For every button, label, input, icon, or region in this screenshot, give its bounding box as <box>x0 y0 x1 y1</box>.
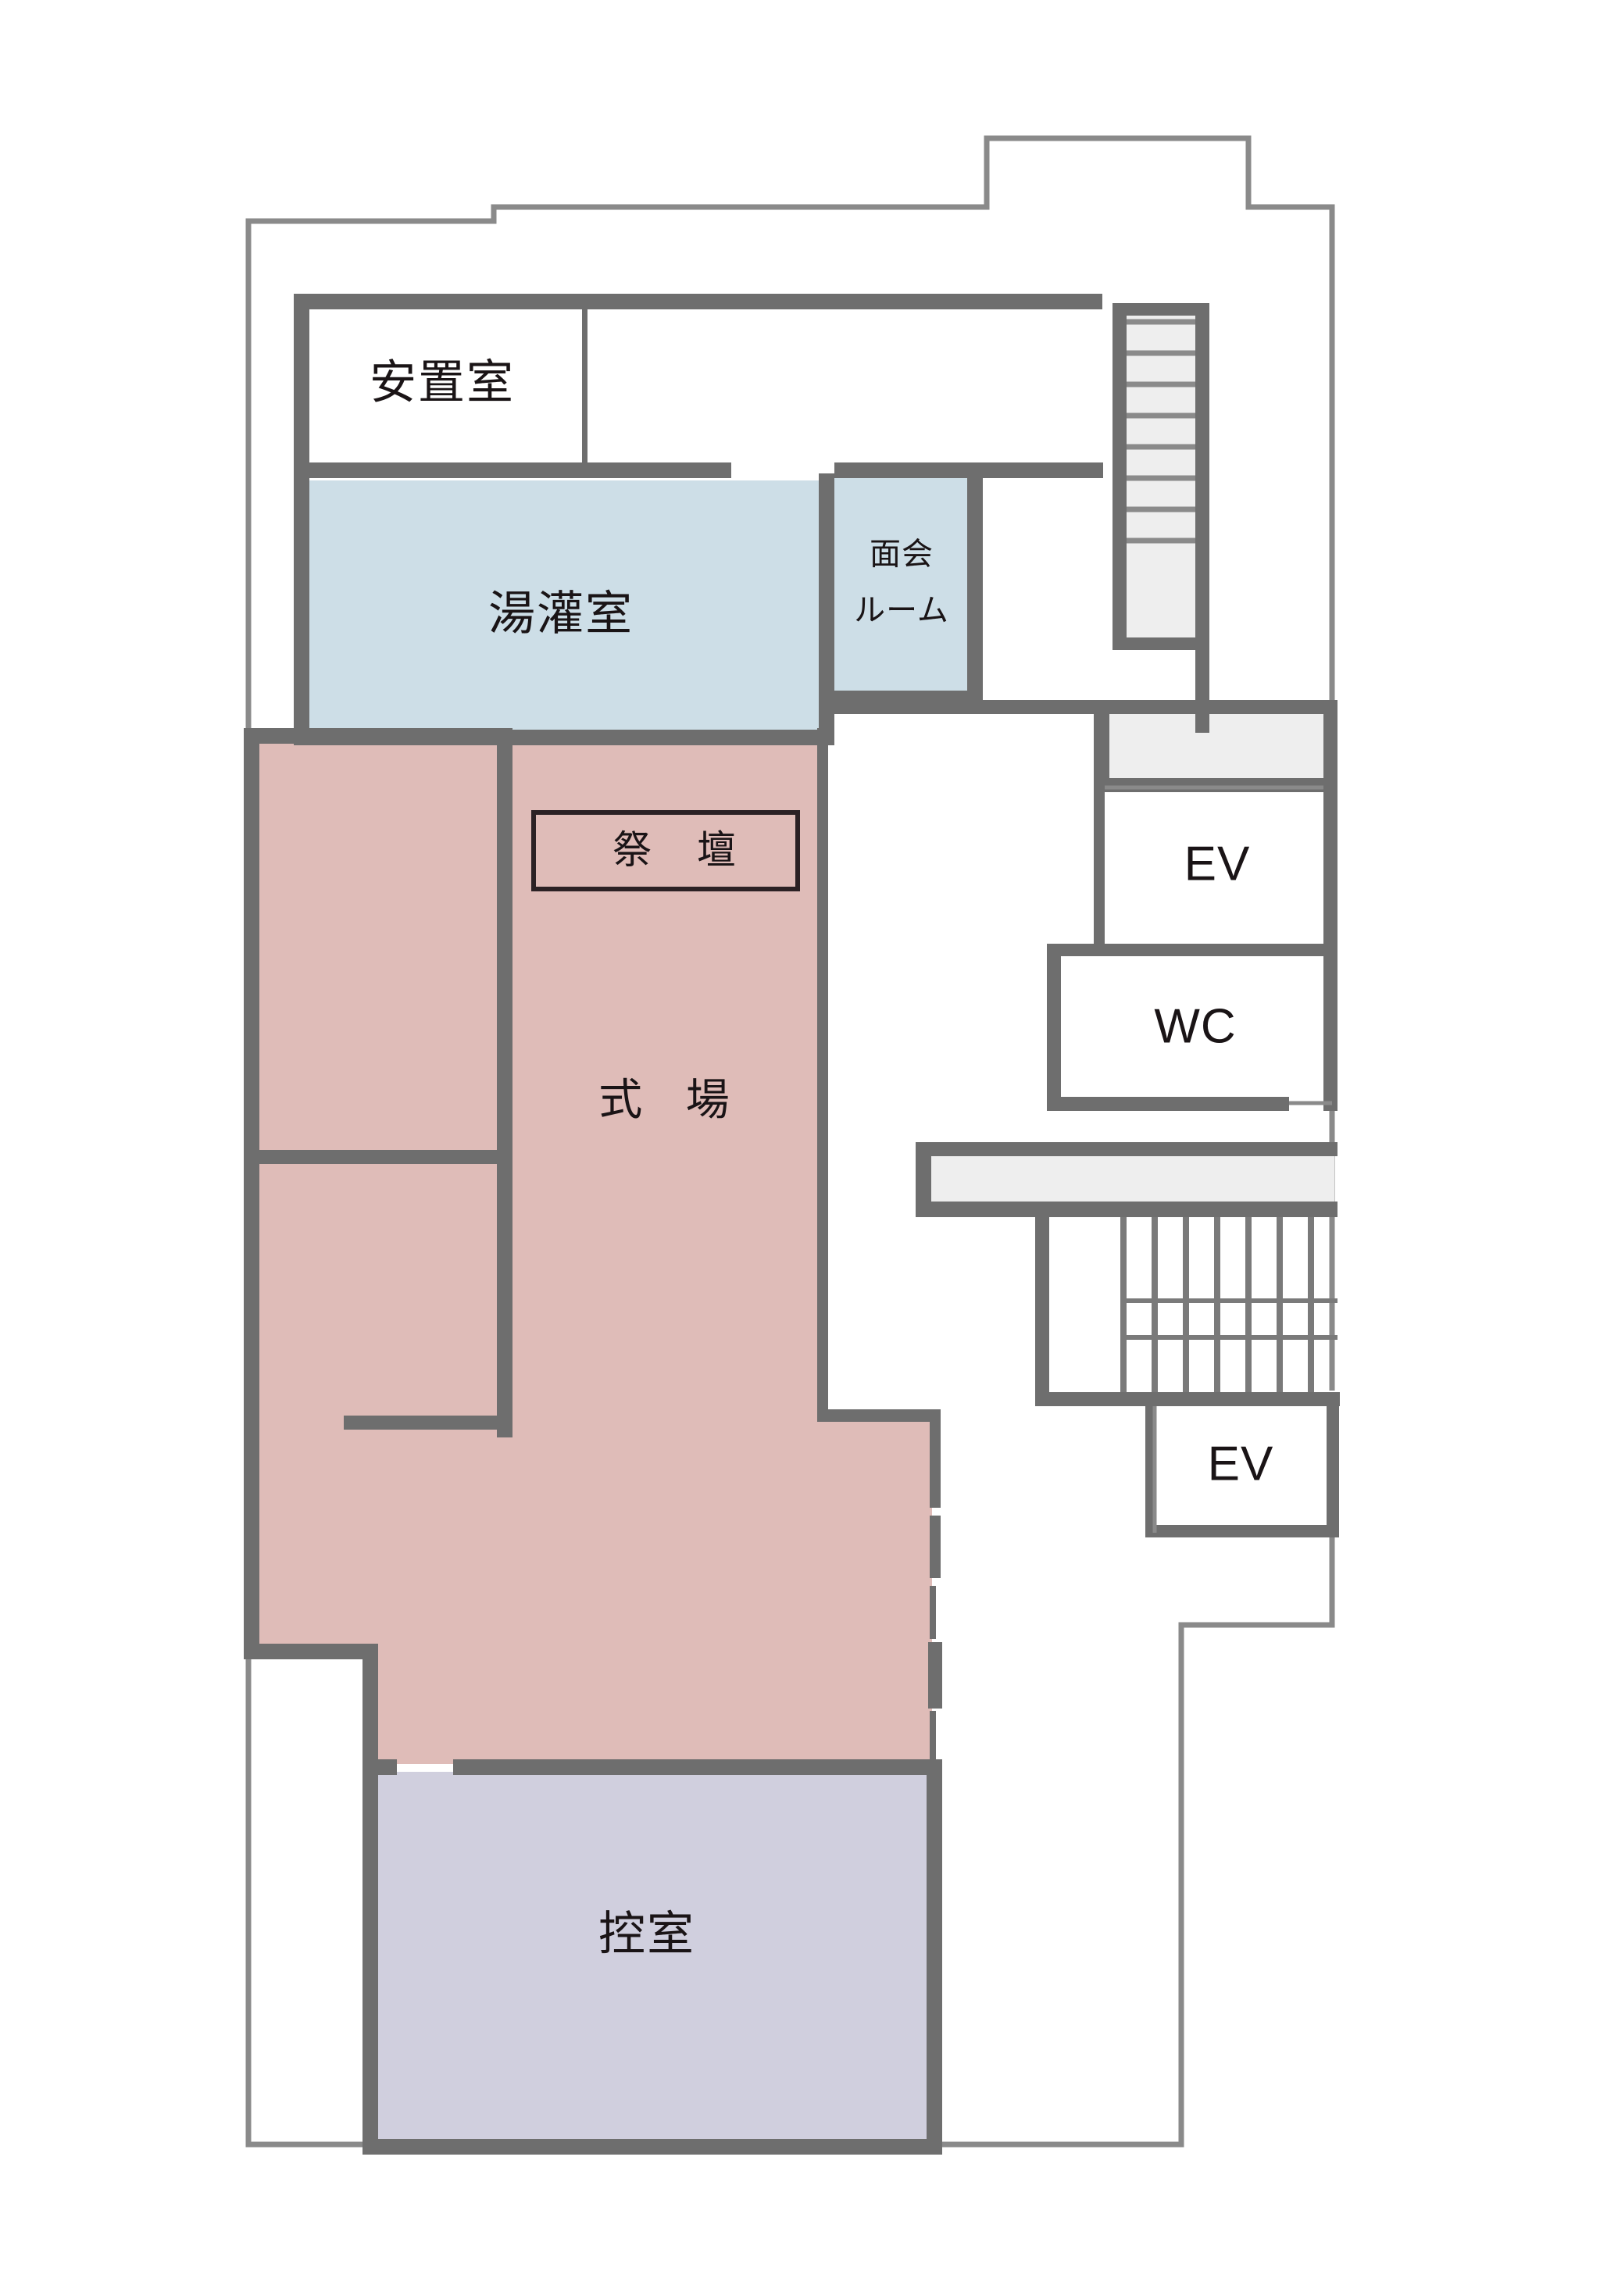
wall-yukanshitsu-left <box>294 462 309 741</box>
wall-ev-upper-right <box>1323 787 1338 953</box>
room-fill-yukanshitsu <box>306 480 822 733</box>
wall-wc-top <box>1047 944 1338 956</box>
wall-menkai-bottom <box>834 691 983 702</box>
wall-stair-lower-bottom <box>1035 1392 1340 1406</box>
wall-shikijou-right-seg-a <box>930 1420 941 1508</box>
room-fill-menkai <box>834 478 971 695</box>
wall-top-horizontal <box>294 294 1102 309</box>
label-hikaeshitsu: 控室 <box>598 1908 695 1960</box>
wall-wc-bottom <box>1047 1097 1289 1111</box>
wall-hikaeshitsu-top <box>453 1759 941 1775</box>
wall-shikijou-right-seg-e <box>930 1711 936 1766</box>
wall-top-corridor <box>828 700 1123 714</box>
wall-hikaeshitsu-bottom <box>362 2139 942 2155</box>
wall-hikaeshitsu-right <box>927 1759 942 2155</box>
label-menkai-line1: 面会 <box>870 537 934 572</box>
wall-stair-upper-left <box>1112 303 1127 650</box>
wall-menkai-top <box>834 467 971 478</box>
room-fill-ev-upper <box>1103 781 1338 944</box>
wall-shikijou-right-seg-b <box>930 1516 941 1578</box>
wall-shikijou-left-lower <box>244 1416 259 1658</box>
room-labels: 安置室 湯灌室 面会 ルーム 祭 壇 式 場 控室 EV WC EV <box>370 356 1273 1960</box>
altar-box <box>531 810 800 891</box>
thin-detail-lines <box>1105 785 1332 1533</box>
stair-treads-lower <box>1120 1217 1338 1392</box>
stair-treads-upper <box>1127 319 1195 544</box>
wall-store-top <box>244 728 512 744</box>
wall-store-divider <box>244 1150 512 1164</box>
room-fill-wc <box>1059 955 1338 1103</box>
wall-ev-lower-right <box>1327 1406 1339 1537</box>
wall-stair-upper-connector <box>1195 637 1209 733</box>
room-fill-ev-lower <box>1155 1391 1338 1523</box>
wall-corridor-mid-bottom <box>916 1202 1338 1217</box>
wall-stair-upper-bottom <box>1112 637 1209 650</box>
wall-shikijou-right-upper <box>817 728 828 1409</box>
wall-corridor-top-right <box>1323 700 1338 792</box>
label-yukanshitsu: 湯灌室 <box>488 587 634 640</box>
wall-menkai-right <box>967 467 983 700</box>
label-wc: WC <box>1154 999 1236 1053</box>
wall-stair-upper-right <box>1195 303 1209 650</box>
wall-ev-upper-left <box>1094 787 1105 953</box>
wall-ev-lower-left <box>1145 1406 1153 1533</box>
wall-stair-lower-left <box>1035 1203 1049 1406</box>
wall-store-bottom <box>344 1416 512 1430</box>
room-fill-top-open-area <box>588 305 1091 467</box>
wall-shikijou-right-seg-c <box>928 1642 942 1709</box>
wall-anchishitsu-bottom <box>294 462 731 478</box>
wall-top-left-vertical <box>294 294 309 475</box>
room-fill-corridor-mid <box>930 1155 1334 1202</box>
label-saidan: 祭 壇 <box>612 828 753 872</box>
wall-shikijou-left-upper <box>244 728 259 1437</box>
room-fill-hikaeshitsu <box>369 1772 932 2145</box>
building-outline <box>245 135 1335 2148</box>
wall-shikijou-right-seg-d <box>930 1586 936 1639</box>
room-fills <box>248 305 1338 2145</box>
interior-walls <box>244 294 1340 2155</box>
wall-shikijou-step-horizontal <box>817 1409 941 1422</box>
label-ev-lower: EV <box>1208 1437 1274 1491</box>
room-fill-shikijou <box>248 738 932 1764</box>
wall-corridor-top-topline <box>1094 700 1338 714</box>
wall-ev-lower-bottom <box>1145 1525 1339 1537</box>
wall-corridor-top-bottomline <box>1094 778 1338 792</box>
wall-wc-left <box>1047 944 1061 1111</box>
wall-corridor-top-left <box>1094 700 1109 792</box>
wall-store-right <box>497 728 512 1437</box>
wall-anchishitsu-partition <box>582 305 588 467</box>
label-anchishitsu: 安置室 <box>370 356 515 409</box>
wall-hikaeshitsu-left <box>362 1759 378 2155</box>
label-ev-upper: EV <box>1184 837 1251 891</box>
wall-stair-upper-top <box>1112 303 1209 316</box>
wall-shikijou-left-bottom-vertical <box>362 1644 378 1773</box>
wall-yukanshitsu-right <box>819 473 834 741</box>
wall-shikijou-bottom-left-step <box>244 1644 378 1659</box>
wall-corridor-mid-left <box>916 1142 931 1217</box>
label-menkai-line2: ルーム <box>854 594 949 628</box>
wall-corridor-mid-top <box>916 1142 1338 1156</box>
wall-wc-right <box>1323 944 1338 1111</box>
label-shikijou: 式 場 <box>598 1075 745 1124</box>
room-fill-anchishitsu <box>305 305 582 467</box>
room-fill-corridor-top <box>1108 709 1334 778</box>
